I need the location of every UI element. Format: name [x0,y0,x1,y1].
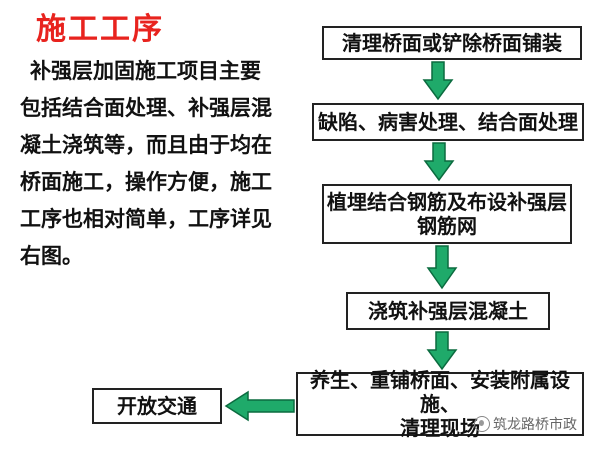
arrow-down-icon [426,245,458,290]
arrow-left-icon [224,390,295,422]
step-box-curing: 养生、重铺桥面、安装附属设施、 清理现场 [296,368,584,440]
page-title: 施工工序 [36,12,164,47]
arrow-down-icon [422,61,454,101]
intro-line: 补强层加固施工项目主要 [30,58,261,83]
step-label: 缺陷、病害处理、结合面处理 [318,110,578,134]
arrow-down-icon [423,142,455,182]
step-label: 清理桥面或铲除桥面铺装 [342,31,562,55]
intro-line: 右图。 [20,243,83,268]
intro-line: 包括结合面处理、补强层混 [20,95,272,120]
step-label: 清理现场 [400,416,480,440]
step-label: 开放交通 [117,394,197,418]
wechat-icon [474,416,490,432]
watermark: 筑龙路桥市政 [474,414,577,434]
step-box-defect-treatment: 缺陷、病害处理、结合面处理 [312,103,584,141]
step-box-rebar: 植埋结合钢筋及布设补强层 钢筋网 [322,184,572,244]
intro-line: 桥面施工，操作方便，施工 [20,169,272,194]
step-label: 浇筑补强层混凝土 [368,299,528,323]
intro-paragraph: 补强层加固施工项目主要 包括结合面处理、补强层混 凝土浇筑等，而且由于均在 桥面… [20,52,302,274]
intro-line: 工序也相对简单，工序详见 [20,206,272,231]
step-label: 养生、重铺桥面、安装附属设施、 [310,368,570,416]
step-box-clear-deck: 清理桥面或铲除桥面铺装 [322,26,582,60]
step-box-open-traffic: 开放交通 [92,388,222,424]
arrow-down-icon [426,331,458,371]
step-box-pour-concrete: 浇筑补强层混凝土 [346,292,550,330]
step-label: 植埋结合钢筋及布设补强层 [327,190,567,214]
intro-line: 凝土浇筑等，而且由于均在 [20,132,272,157]
watermark-text: 筑龙路桥市政 [493,417,577,433]
step-label: 钢筋网 [417,214,477,238]
